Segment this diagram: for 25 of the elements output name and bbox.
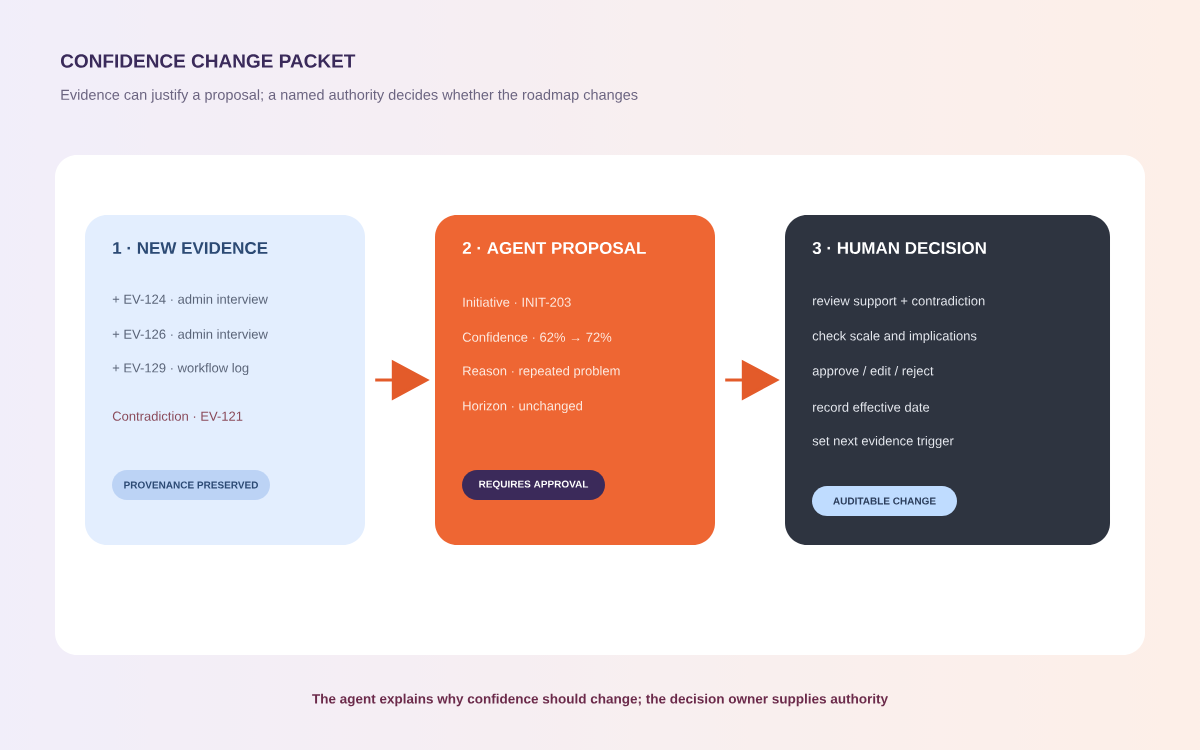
list-item: Contradiction · EV-121 (112, 411, 243, 421)
list-item: record effective date (813, 402, 930, 412)
step-card (435, 215, 715, 545)
status-pill: AUDITABLE CHANGE (812, 486, 957, 516)
step-card (85, 215, 365, 545)
list-item: Confidence · 62% → 72% (462, 332, 612, 342)
list-item: Reason · repeated problem (463, 365, 620, 379)
list-item: approve / edit / reject (812, 365, 934, 379)
caption: The agent explains why confidence should change; the decision owner supplies authority (312, 693, 888, 707)
list-item: + EV-124 · admin interview (112, 294, 268, 304)
step-card (785, 215, 1110, 545)
status-pill: PROVENANCE PRESERVED (112, 470, 270, 500)
status-pill: REQUIRES APPROVAL (462, 470, 605, 500)
list-item: review support + contradiction (813, 295, 985, 309)
list-item: + EV-129 · workflow log (112, 362, 249, 376)
list-item: Horizon · unchanged (463, 400, 583, 414)
subtitle: Evidence can justify a proposal; a named authority decides whether the roadmap changes (61, 89, 638, 103)
card-heading: 3 · HUMAN DECISION (812, 241, 986, 255)
card-heading: 1 · NEW EVIDENCE (113, 242, 268, 255)
list-item: check scale and implications (812, 330, 977, 344)
list-item: + EV-126 · admin interview (112, 329, 268, 339)
title: CONFIDENCE CHANGE PACKET (61, 54, 356, 68)
list-item: set next evidence trigger (812, 435, 954, 449)
card-heading: 2 · AGENT PROPOSAL (462, 242, 646, 255)
list-item: Initiative · INIT-203 (463, 297, 571, 307)
